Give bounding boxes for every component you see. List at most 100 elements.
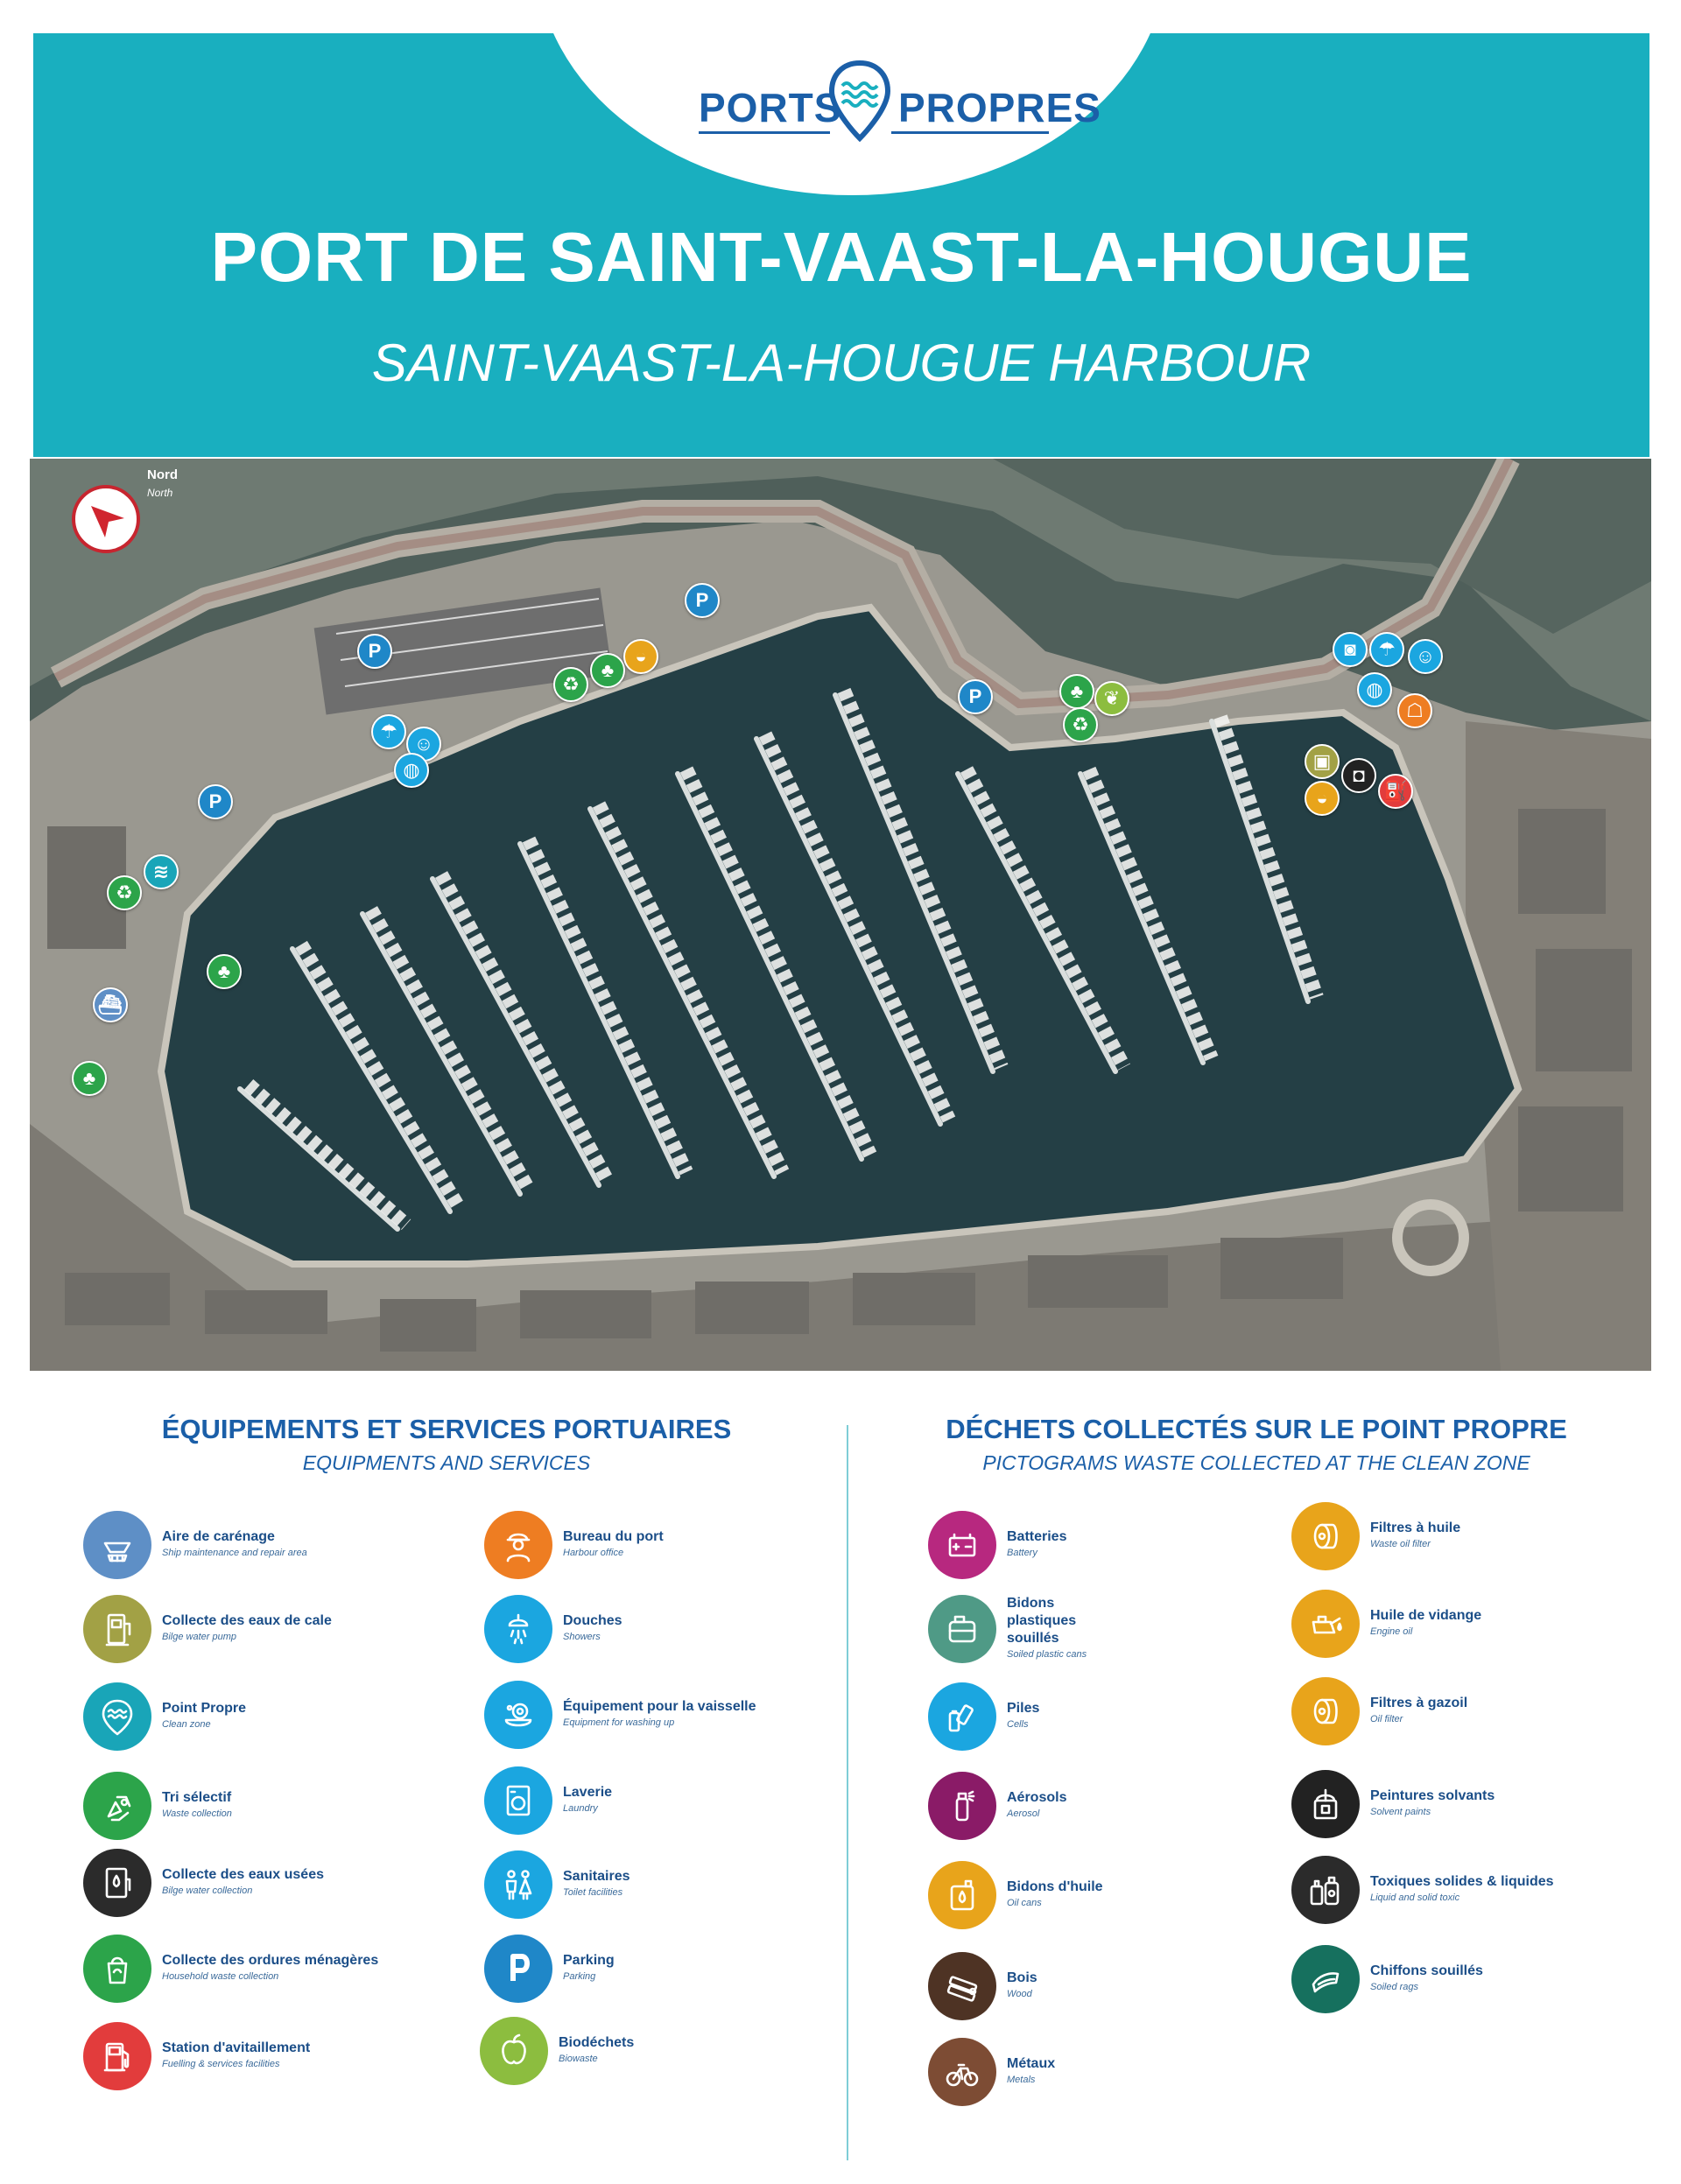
map-marker-household-waste-icon[interactable]: ♣ <box>590 653 625 688</box>
legend-item-name-line: Bidons <box>1007 1596 1055 1611</box>
legend-item-subtitle: Bilge water pump <box>162 1632 236 1642</box>
dishwashing-icon-glyph <box>504 1703 532 1727</box>
ports-propres-logo: PORTS PROPRES <box>699 60 1101 143</box>
harbour-office-icon-glyph <box>506 1533 531 1563</box>
battery-icon <box>928 1511 996 1579</box>
legend-item-name: Laverie <box>563 1785 613 1800</box>
map-marker-shower-icon[interactable]: ☂ <box>371 714 406 749</box>
parking-icon-glyph <box>510 1954 530 1981</box>
legend-item-name: Équipement pour la vaisselle <box>563 1699 756 1714</box>
logo-word-ports: PORTS <box>699 85 842 130</box>
plastic-cans-icon-glyph <box>948 1615 976 1643</box>
fuel-station-icon <box>83 2022 151 2090</box>
plastic-cans-icon <box>928 1595 996 1663</box>
map-marker-parking-icon[interactable]: P <box>685 583 720 618</box>
biowaste-icon-glyph <box>502 2033 526 2065</box>
soiled-rags-icon <box>1291 1945 1360 2013</box>
legend-item-name-line: plastiques <box>1007 1613 1077 1628</box>
legend-item-name: Sanitaires <box>563 1869 630 1884</box>
legend-item-name: Chiffons souillés <box>1370 1963 1483 1978</box>
map-marker-parking-icon[interactable]: P <box>198 784 233 819</box>
dishwashing-icon <box>484 1681 552 1749</box>
services-title: ÉQUIPEMENTS ET SERVICES PORTUAIRES <box>161 1414 732 1444</box>
wastewater-icon-glyph <box>105 1867 131 1899</box>
legend-item-name: Station d'avitaillement <box>162 2040 311 2055</box>
map-marker-laundry-icon[interactable]: ◙ <box>1333 632 1368 667</box>
waste-subtitle: PICTOGRAMS WASTE COLLECTED AT THE CLEAN … <box>982 1451 1530 1474</box>
map-marker-bilge-water-pump-icon[interactable]: ▣ <box>1305 744 1340 779</box>
soiled-rags-icon-glyph <box>1312 1972 1340 1993</box>
map-marker-clean-zone-icon[interactable]: ≋ <box>144 854 179 889</box>
map-marker-dishwashing-icon[interactable]: ◍ <box>394 753 429 788</box>
fuel-station-icon-glyph <box>103 2042 130 2072</box>
map-marker-parking-icon[interactable]: P <box>958 679 993 714</box>
legend-item-subtitle: Solvent paints <box>1370 1807 1431 1817</box>
engine-oil-icon <box>1291 1590 1360 1658</box>
map-marker-waste-sorting-icon[interactable]: ♻ <box>107 875 142 910</box>
north-compass <box>72 485 140 553</box>
legend-item-subtitle: Cells <box>1007 1719 1029 1730</box>
map-marker-toilets-icon[interactable]: ☺ <box>1408 639 1443 674</box>
legend-item-subtitle: Metals <box>1007 2075 1036 2085</box>
map-marker-harbour-office-icon[interactable]: ☖ <box>1397 693 1432 728</box>
legend-item-subtitle: Equipment for washing up <box>563 1717 675 1728</box>
legend-item-name: Douches <box>563 1613 622 1628</box>
map-marker-waste-sorting-icon[interactable]: ♻ <box>1063 707 1098 742</box>
legend-item-subtitle: Waste oil filter <box>1370 1539 1431 1549</box>
legend-item-subtitle: Engine oil <box>1370 1626 1413 1637</box>
page-title: PORT DE SAINT-VAAST-LA-HOUGUE <box>210 218 1473 296</box>
bilge-water-pump-icon-glyph <box>105 1613 131 1647</box>
legend-divider <box>847 1425 848 2160</box>
oil-filter-icon-glyph <box>1313 1523 1338 1549</box>
map-marker-careening-area-icon[interactable]: ⛴ <box>93 987 128 1022</box>
location-pin-icon <box>828 60 891 143</box>
shower-icon <box>484 1595 552 1663</box>
legend-item-name: Collecte des eaux de cale <box>162 1613 332 1628</box>
north-label-english: North <box>147 487 173 499</box>
map-marker-biowaste-icon[interactable]: ❦ <box>1094 681 1129 716</box>
battery-icon-glyph <box>948 1533 976 1557</box>
legend-item-name: Tri sélectif <box>162 1790 232 1805</box>
map-marker-household-waste-icon[interactable]: ♣ <box>207 954 242 989</box>
diesel-filter-icon <box>1291 1677 1360 1745</box>
north-arrow-icon <box>91 506 124 537</box>
map-marker-engine-oil-icon[interactable]: ◒ <box>1305 781 1340 816</box>
legend-item-name: Peintures solvants <box>1370 1788 1495 1803</box>
legend-item-subtitle: Liquid and solid toxic <box>1370 1893 1460 1903</box>
diesel-filter-icon-glyph <box>1313 1698 1338 1724</box>
shower-icon-glyph <box>508 1613 529 1645</box>
legend-item-name: Point Propre <box>162 1701 247 1716</box>
map-marker-household-waste-icon[interactable]: ♣ <box>72 1061 107 1096</box>
map-marker-engine-oil-icon[interactable]: ◒ <box>623 639 658 674</box>
legend-item-subtitle: Waste collection <box>162 1808 232 1819</box>
legend-item-name: Huile de vidange <box>1370 1608 1482 1623</box>
waste-sorting-icon-glyph <box>107 1795 131 1822</box>
map-marker-wastewater-icon[interactable]: ◘ <box>1341 758 1376 793</box>
harbour-office-icon <box>484 1511 552 1579</box>
map-marker-parking-icon[interactable]: P <box>357 634 392 669</box>
legend-item-subtitle: Laundry <box>563 1803 598 1814</box>
map-marker-household-waste-icon[interactable]: ♣ <box>1059 674 1094 709</box>
map-marker-dishwashing-icon[interactable]: ◍ <box>1357 672 1392 707</box>
map-marker-waste-sorting-icon[interactable]: ♻ <box>553 667 588 702</box>
map-marker-fuel-station-icon[interactable]: ⛽ <box>1378 774 1413 809</box>
engine-oil-icon-glyph <box>1312 1615 1342 1634</box>
legend-item-subtitle: Ship maintenance and repair area <box>162 1548 307 1558</box>
waste-title: DÉCHETS COLLECTÉS SUR LE POINT PROPRE <box>946 1414 1567 1444</box>
legend-item-subtitle: Fuelling & services facilities <box>162 2059 280 2069</box>
legend-item-name: Batteries <box>1007 1529 1067 1544</box>
metals-icon <box>928 2038 996 2106</box>
map-marker-shower-icon[interactable]: ☂ <box>1369 632 1404 667</box>
legend-item-subtitle: Clean zone <box>162 1719 211 1730</box>
biowaste-icon <box>480 2017 548 2085</box>
